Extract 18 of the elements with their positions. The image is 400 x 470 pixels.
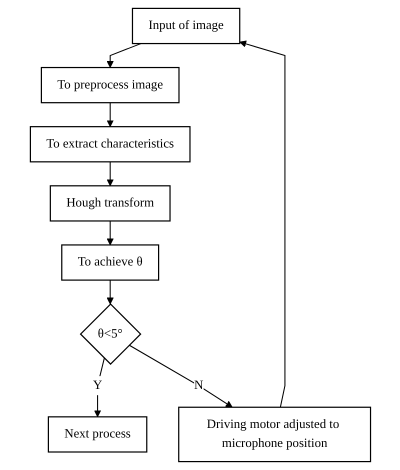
node-box: Input of image [131,8,240,44]
node-box: To achieve θ [60,244,159,281]
node-box: To preprocess image [40,66,180,104]
edge-label: Y [92,378,102,392]
arrow [238,40,285,408]
node-box: Driving motor adjusted to microphone position [178,406,371,462]
node-box: Next process [47,416,147,453]
arrow [106,162,114,186]
node-box: Hough transform [49,185,170,222]
arrow [106,280,114,304]
arrow [106,220,114,246]
arrow [106,102,114,127]
arrow [94,358,104,418]
node-diamond: θ<5° [79,303,141,365]
edge-label: N [194,378,203,392]
arrow [128,344,232,408]
node-box: To extract characteristics [29,126,190,162]
arrow [106,43,141,68]
